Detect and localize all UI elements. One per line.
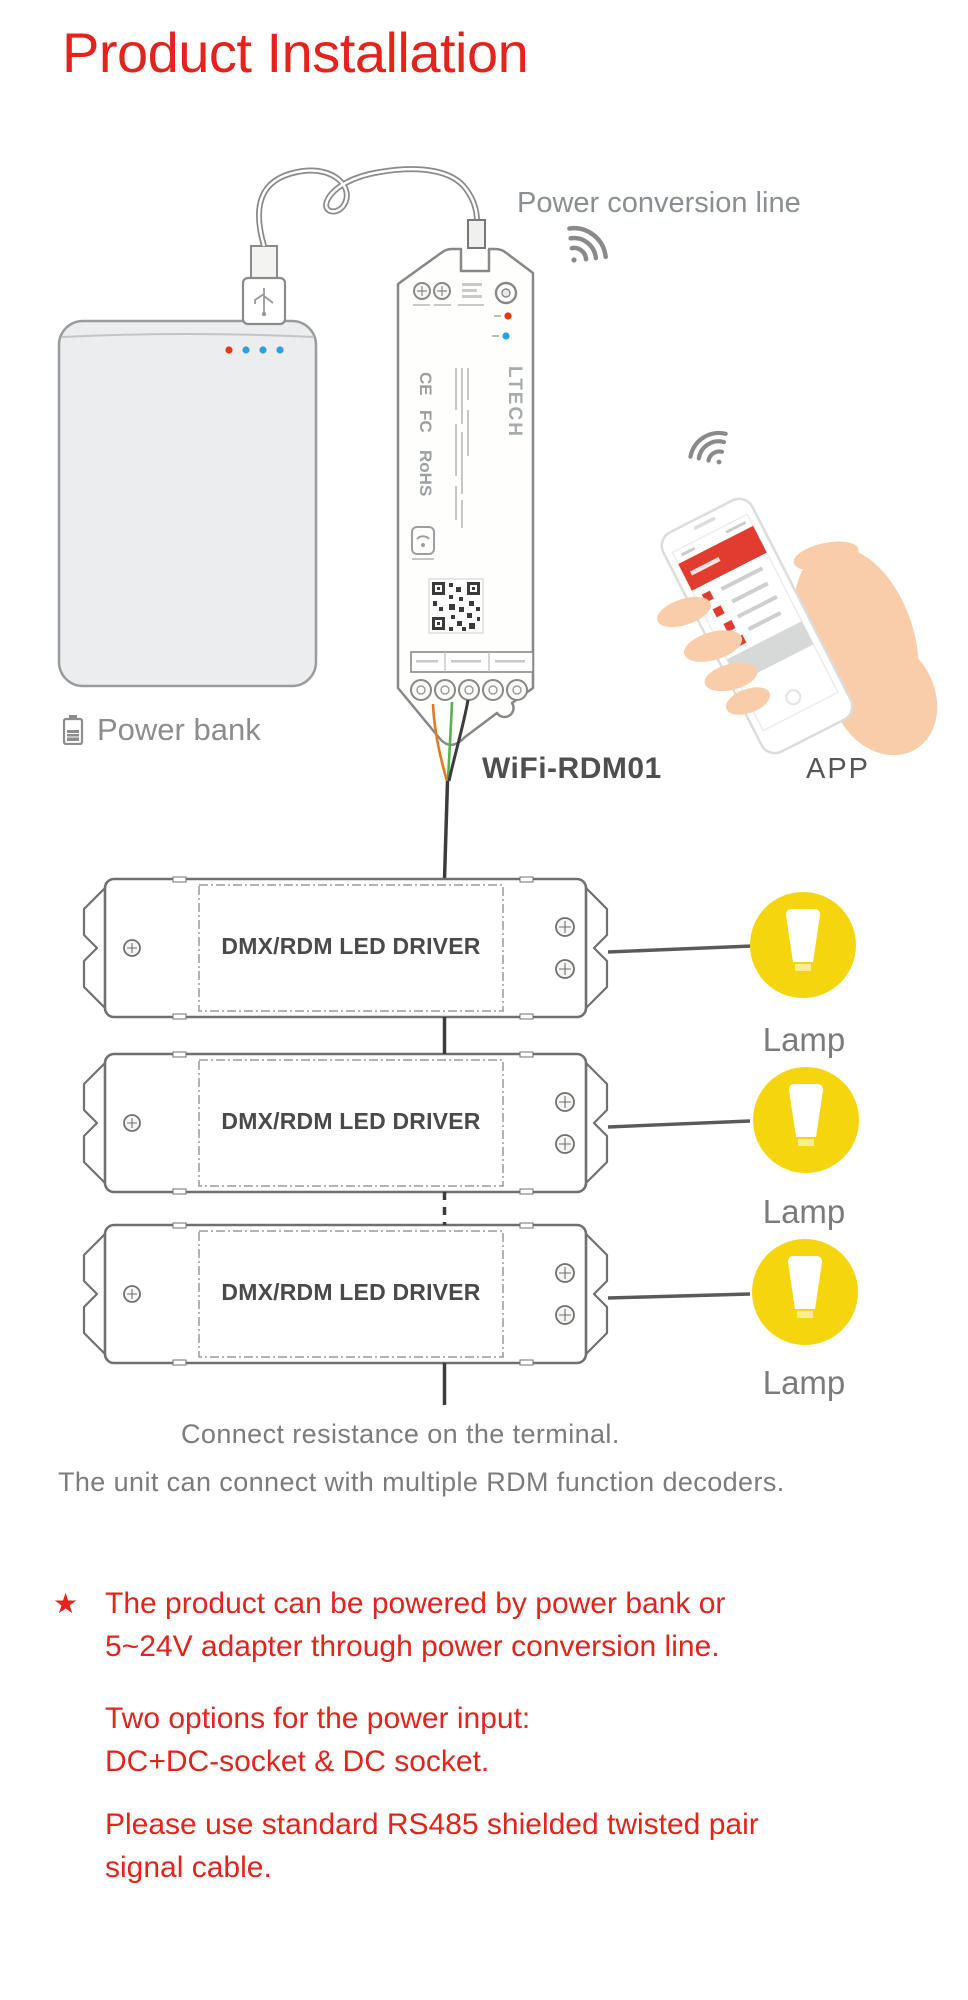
lamp-wires <box>607 944 753 1300</box>
app-phone <box>657 430 938 756</box>
rohs-mark: RoHS <box>416 450 435 497</box>
powerbank-led-blue <box>276 346 284 354</box>
powerbank-led-red <box>225 346 233 354</box>
battery-icon <box>62 715 84 745</box>
lamp-label: Lamp <box>762 1364 846 1401</box>
note-1-line-2: 5~24V adapter through power conversion l… <box>105 1630 720 1663</box>
terminal-strip <box>410 651 534 701</box>
lamp-label: Lamp <box>762 1193 846 1230</box>
power-bank-label: Power bank <box>62 712 261 748</box>
note-3-line-1: Please use standard RS485 shielded twist… <box>105 1808 759 1841</box>
dc-plug-icon <box>467 219 486 249</box>
driver-label: DMX/RDM LED DRIVER <box>221 1279 481 1305</box>
powerbank-led-blue <box>242 346 250 354</box>
app-header-band <box>678 525 767 591</box>
signal-wires <box>431 699 470 880</box>
controller-model-label: WiFi-RDM01 <box>482 752 662 785</box>
page-title: Product Installation <box>62 21 529 84</box>
note-3-line-2: signal cable. <box>105 1851 272 1884</box>
note-1-line-1: The product can be powered by power bank… <box>105 1587 726 1620</box>
power-conversion-line-label: Power conversion line <box>517 187 801 219</box>
caption-line-2: The unit can connect with multiple RDM f… <box>58 1467 785 1497</box>
power-conversion-cable <box>256 166 486 249</box>
driver-label: DMX/RDM LED DRIVER <box>221 1108 481 1134</box>
qr-code <box>428 578 484 634</box>
caption-line-1: Connect resistance on the terminal. <box>181 1419 620 1449</box>
driver-label: DMX/RDM LED DRIVER <box>221 933 481 959</box>
note-2-line-2: DC+DC-socket & DC socket. <box>105 1745 490 1778</box>
wifi-icon <box>688 430 728 465</box>
notes-block: ★ The product can be powered by power ba… <box>53 1582 913 1889</box>
note-1: ★ The product can be powered by power ba… <box>53 1582 913 1625</box>
power-bank <box>57 319 318 688</box>
star-icon: ★ <box>53 1588 79 1619</box>
phone-speaker <box>693 516 716 530</box>
controller-led-red <box>504 312 512 320</box>
phone-home-button <box>785 689 802 706</box>
controller-led-blue <box>502 332 510 340</box>
lamp-label: Lamp <box>762 1021 846 1058</box>
installation-diagram <box>57 166 938 1405</box>
fc-mark: FC <box>416 410 435 433</box>
usb-plug-icon <box>241 245 287 326</box>
controller-brand-text: LTECH <box>504 366 525 438</box>
wifi-icon <box>567 225 608 263</box>
controller-device <box>396 247 535 880</box>
note-2-line-1: Two options for the power input: <box>105 1702 531 1735</box>
hand-fingers <box>657 596 770 715</box>
app-label: APP <box>806 753 871 785</box>
ce-mark: CE <box>416 372 435 396</box>
powerbank-led-blue <box>259 346 267 354</box>
wifi-cert-logo-icon <box>411 526 435 560</box>
